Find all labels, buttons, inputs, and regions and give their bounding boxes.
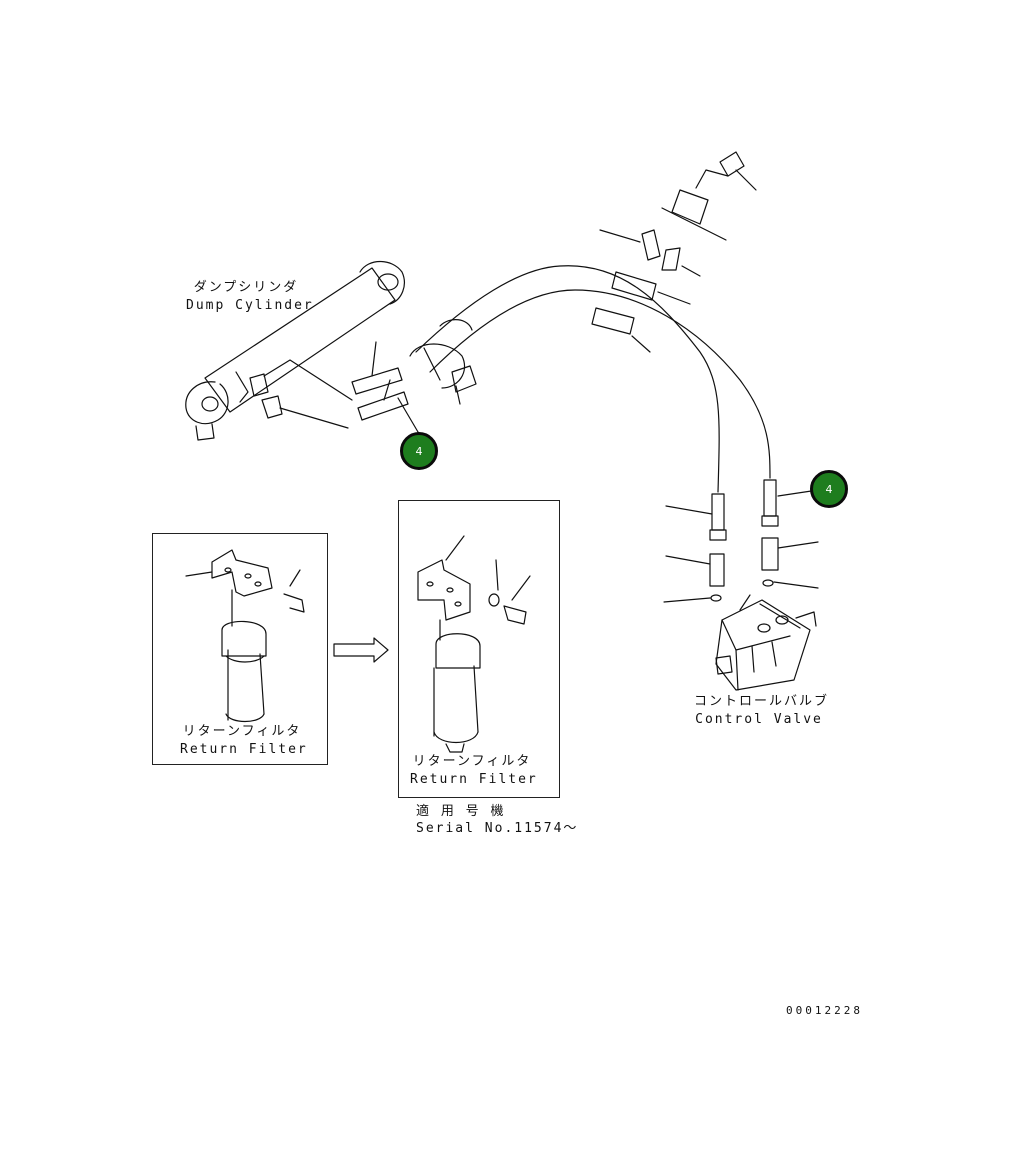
return-filter-new-drawing [417,535,531,753]
transition-arrow [333,637,389,663]
dump-cylinder-drawing [185,260,405,441]
drawing-code: 00012228 [786,1004,863,1017]
serial-label-en: Serial No.11574～ [416,821,579,836]
serial-label-jp: 適 用 号 機 [416,804,506,819]
hoses [409,265,771,493]
control-valve-label-jp: コントロールバルブ [694,694,830,709]
inset-frame-new-filter [398,500,560,798]
hose-clamp-parts [591,151,757,353]
return-filter-old-drawing [185,549,305,723]
control-valve-drawing [715,594,817,691]
dump-cylinder-label-jp: ダンプシリンダ [193,280,299,295]
return-filter-old-label-en: Return Filter [180,742,308,757]
return-filter-old-label-jp: リターンフィルタ [182,724,302,739]
callout-4-right[interactable]: 4 [810,470,848,508]
return-filter-new-label-en: Return Filter [410,772,538,787]
callout-4-left[interactable]: 4 [400,432,438,470]
valve-fittings [663,479,819,603]
dump-cylinder-label-en: Dump Cylinder [186,298,314,313]
inset-frame-old-filter [152,533,328,765]
return-filter-new-label-jp: リターンフィルタ [412,754,532,769]
control-valve-label-en: Control Valve [695,712,823,727]
cylinder-fittings [351,341,419,433]
